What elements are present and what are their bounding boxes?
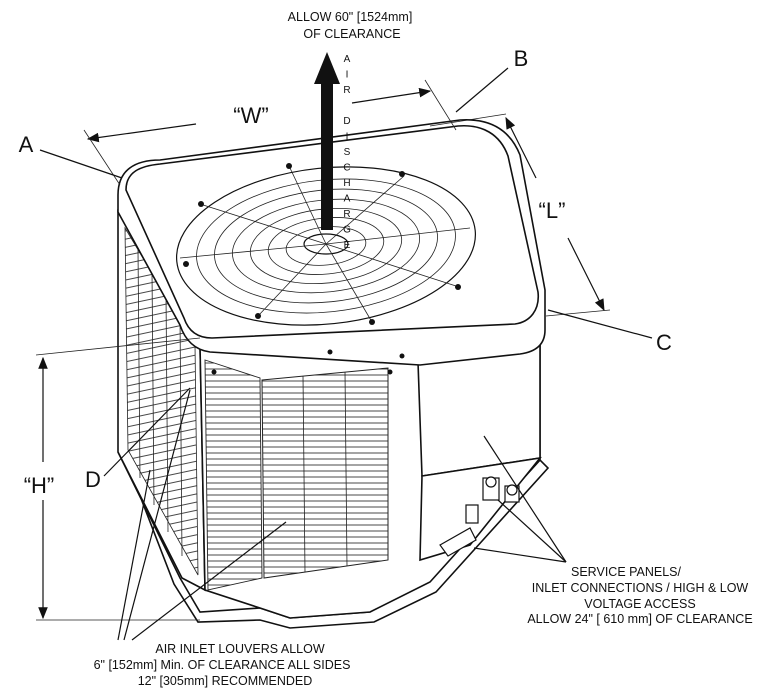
- point-b-label: B: [514, 46, 529, 71]
- air-discharge-letter: G: [343, 225, 351, 236]
- height-extension-top: [35, 337, 201, 356]
- service-panels-line-3: VOLTAGE ACCESS: [584, 597, 695, 611]
- air-inlet-line-1: AIR INLET LOUVERS ALLOW: [155, 642, 324, 656]
- width-dimension-line-right: [351, 87, 432, 104]
- service-panels-line-1: SERVICE PANELS/: [571, 565, 682, 579]
- leader-d: [103, 387, 191, 477]
- leader-service-3: [473, 547, 567, 563]
- point-a-label: A: [19, 132, 34, 157]
- length-label: “L”: [539, 198, 566, 223]
- service-panels-line-2: INLET CONNECTIONS / HIGH & LOW: [532, 581, 749, 595]
- rim-screws: [211, 349, 405, 375]
- service-valves: [439, 476, 520, 557]
- leader-c: [547, 309, 653, 339]
- point-c-label: C: [656, 330, 672, 355]
- air-discharge-letter: I: [346, 132, 349, 143]
- guard-screws: [183, 163, 461, 325]
- leader-service-2: [497, 499, 567, 563]
- air-discharge-arrow-shaft: [321, 80, 333, 230]
- length-extension-bottom: [545, 309, 611, 317]
- air-discharge-letter: D: [343, 116, 350, 127]
- top-panel: [125, 124, 540, 339]
- top-clearance-line-2: OF CLEARANCE: [303, 27, 400, 41]
- width-dimension-line: [86, 123, 197, 143]
- corner-louver: [204, 359, 263, 591]
- air-discharge-letter: H: [343, 178, 350, 189]
- air-inlet-line-2: 6" [152mm] Min. OF CLEARANCE ALL SIDES: [94, 658, 351, 672]
- air-discharge-letter: E: [344, 240, 351, 251]
- height-label: “H”: [24, 473, 55, 498]
- leader-inlet-2: [123, 389, 191, 641]
- leader-a: [39, 149, 123, 179]
- length-extension-top: [429, 113, 507, 127]
- length-dimension-line-top: [505, 116, 537, 179]
- top-clearance-line-1: ALLOW 60" [1524mm]: [288, 10, 413, 24]
- width-extension-left: [83, 129, 121, 186]
- air-discharge-letter: R: [343, 85, 350, 96]
- air-discharge-arrow-head: [314, 52, 340, 84]
- point-d-label: D: [85, 467, 101, 492]
- air-discharge-letter: A: [344, 194, 351, 205]
- air-discharge-letter: S: [344, 147, 351, 158]
- leader-inlet-1: [117, 469, 151, 641]
- service-valve-area: [419, 456, 542, 562]
- air-discharge-letter: C: [343, 163, 350, 174]
- length-dimension-line-bottom: [567, 237, 605, 312]
- width-extension-right: [424, 79, 457, 131]
- air-discharge-letter: R: [343, 209, 350, 220]
- leader-b: [455, 67, 509, 113]
- air-inlet-line-3: 12" [305mm] RECOMMENDED: [138, 674, 313, 688]
- air-discharge-letter: I: [346, 70, 349, 81]
- air-discharge-letter: A: [344, 54, 351, 65]
- front-louver-grille: [261, 367, 389, 579]
- leader-inlet-3: [131, 521, 287, 641]
- service-panels-line-4: ALLOW 24" [ 610 mm] OF CLEARANCE: [527, 612, 752, 626]
- leader-service-1: [483, 435, 567, 563]
- width-label: “W”: [233, 103, 268, 128]
